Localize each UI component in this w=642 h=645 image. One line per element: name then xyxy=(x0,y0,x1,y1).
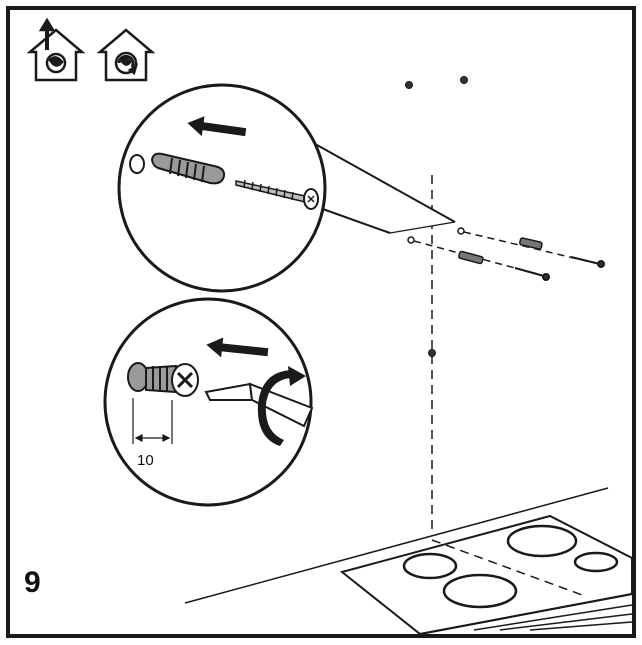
center-wall-screw xyxy=(428,349,436,357)
recirculation-mode-icon xyxy=(96,28,156,82)
worktop xyxy=(184,487,609,604)
dimension-lines xyxy=(132,398,173,444)
burner-icon xyxy=(573,551,619,573)
wall-holes xyxy=(407,227,465,244)
burner-icon xyxy=(506,524,578,558)
long-screw-icon xyxy=(235,179,319,210)
burner-icon xyxy=(442,573,518,609)
ducted-mode-icon xyxy=(26,17,86,82)
screw-body-icon xyxy=(145,363,199,397)
insert-arrow-icon xyxy=(187,116,247,137)
burner-icon xyxy=(402,552,458,580)
tighten-direction-arrow-icon xyxy=(206,337,269,358)
detail-circle-plug xyxy=(117,83,327,293)
hole-icon xyxy=(129,154,145,174)
hob-center-line xyxy=(431,539,586,597)
wall-plug-icon xyxy=(150,152,226,185)
hob-burners xyxy=(402,524,619,609)
upper-wall-screws xyxy=(405,76,468,89)
step-number: 9 xyxy=(24,566,41,599)
plug-insertion-detail xyxy=(129,116,319,210)
screw-upper xyxy=(570,256,605,268)
dimension-label: 10 xyxy=(137,452,154,469)
callout-cone xyxy=(307,139,456,234)
wall-plug-lower xyxy=(458,250,484,265)
screw-tightening-detail: 10 xyxy=(127,337,314,469)
screw-lower xyxy=(514,267,550,281)
wall-plug-upper xyxy=(519,237,543,250)
rotation-arrow-icon xyxy=(257,366,306,446)
